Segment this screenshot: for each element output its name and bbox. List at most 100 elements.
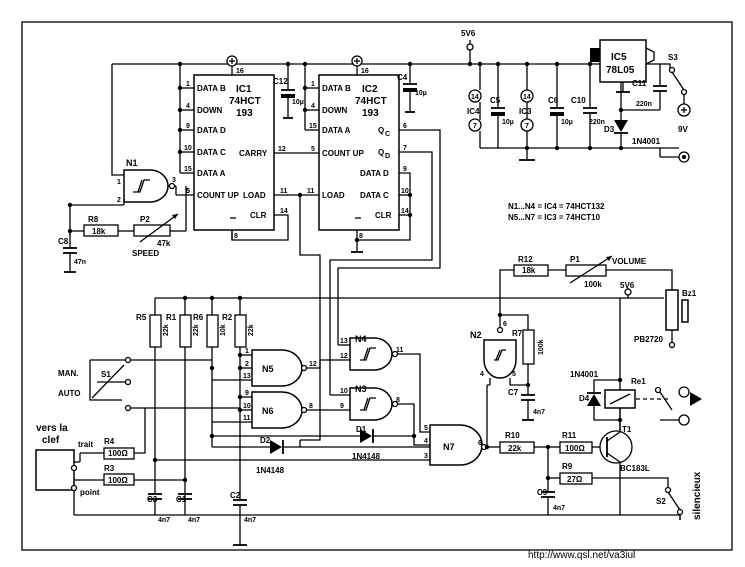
gate_pins-n7-c-label: 3 [424,453,428,460]
ic2-labels-qd_sub-label: D [385,153,390,160]
ic2-labels-clr-label: CLR [375,211,392,220]
gate-n5 [251,349,303,387]
key-connector [35,449,75,491]
components-r7-label: R7 [512,329,523,338]
gate_pins-n6-b-label: 10 [243,403,251,410]
ic2-labels-qc_sub-label: C [385,131,390,138]
gate_pins-n4-o-label: 11 [396,347,404,354]
components-point-label: point [80,488,100,497]
gates-n6-label: N6 [262,406,274,416]
components-c11v-label: 220n [636,101,652,108]
components-r10v-label: 22k [508,444,522,453]
components-c8v-label: 47n [74,259,86,266]
components-c10-label: C10 [571,96,586,105]
ic2-pins-p8-label: 8 [359,233,363,240]
ic2-pins-p4-label: 4 [311,103,315,110]
ic2-labels-qc-label: Q [378,126,384,135]
footer-url: http://www.qsl.net/va3iul [528,550,635,561]
gate_pins-n6-c-label: 11 [243,415,251,422]
components-r9-label: R9 [562,462,573,471]
ic2-type: 74HCT [355,96,387,107]
components-c6-label: C6 [548,96,559,105]
ic1-pins-p8-label: 8 [234,233,238,240]
ic2-labels-data_d-label: DATA D [360,169,389,178]
supply-v_label2-label: 5V6 [620,281,635,290]
gate-n7 [429,424,483,466]
components-c6v-label: 10µ [561,119,573,126]
gate_pins-n7-a-label: 5 [424,425,428,432]
components-s1-label: S1 [101,370,111,379]
ic1-pins-p12-label: 12 [278,146,286,153]
ic1-labels-data_c-label: DATA C [197,148,226,157]
ic2-labels-data_b-label: DATA B [322,84,351,93]
components-r2v-label: 22k [248,324,255,336]
components-c9-label: C9 [537,488,548,497]
gates-n1-label: N1 [126,158,138,168]
components-r2-label: R2 [222,313,233,322]
ic1-labels-data_a-label: DATA A [197,169,226,178]
gate-n6 [251,391,303,429]
ic1-pins-p9-label: 9 [186,123,190,130]
components-r4v-label: 100Ω [108,449,128,458]
components-c9v-label: 4n7 [553,505,565,512]
ic1-labels-count_up-label: COUNT UP [197,191,239,200]
components-r6v-label: 10k [220,324,227,336]
ic1-labels-clr-label: CLR [250,211,267,220]
gate_pins-n5-c-label: 13 [243,373,251,380]
gate_pins-n1-a-label: 1 [117,179,121,186]
ic1-labels-carry-label: CARRY [239,149,268,158]
supply-ic4_pin7-label: 7 [473,123,477,130]
ic1-pins-p1-label: 1 [186,81,190,88]
gate_pins-n6-a-label: 9 [245,390,249,397]
gates-n3-label: N3 [355,384,367,394]
components-man-label: MAN. [58,369,78,378]
ic1-num: 193 [236,108,253,119]
ic1-labels-down-label: DOWN [197,106,223,115]
gate_pins-n4-b-label: 12 [340,353,348,360]
components-d4-label: D4 [579,394,590,403]
gate_pins-n7-o-label: 6 [478,440,482,447]
components-d3-label: D3 [604,125,615,134]
gate_pins-n2-b-label: 4 [480,371,484,378]
ic5-type: 78L05 [606,65,635,76]
components-c4v-label: 10µ [415,90,427,97]
components-r4-label: R4 [104,437,115,446]
ic1-pins-p5-label: 5 [186,188,190,195]
components-d3v-label: 1N4001 [632,137,661,146]
supply-ic4-label: IC4 [467,107,480,116]
ic2-pins-p10-label: 10 [401,188,409,195]
components-d2v-label: 1N4148 [256,466,285,475]
gate_pins-n1-o-label: 3 [172,177,176,184]
ic1-labels-data_b-label: DATA B [197,84,226,93]
components-r6-label: R6 [193,313,204,322]
components-volume-label: VOLUME [612,257,647,266]
components-c3v-label: 4n7 [158,517,170,524]
components-r7v-label: 100k [538,339,545,355]
ic2-pins-p1-label: 1 [311,81,315,88]
ic2-pins-p7-label: 7 [403,145,407,152]
components-s3-label: S3 [668,53,678,62]
ic1-pins-p11-label: 11 [280,188,288,195]
components-r12v-label: 18k [522,266,536,275]
ic2-name: IC2 [362,84,378,95]
components-c11-label: C11 [632,79,647,88]
components-silencieux-label: silencieux [692,471,703,520]
ic1-labels-data_d-label: DATA D [197,126,226,135]
note-line1: N1...N4 = IC4 = 74HCT132 [508,202,605,211]
components-p1-label: P1 [570,255,580,264]
components-bz1v-label: PB2720 [634,335,663,344]
components-r8-label: R8 [88,215,99,224]
components-t1v-label: BC183L [620,464,650,473]
components-c4-label: C4 [397,73,408,82]
components-vers-label: vers la [36,423,68,434]
components-d2-label: D2 [260,436,271,445]
gates-n2-label: N2 [470,330,482,340]
components-c2v-label: 4n7 [244,517,256,524]
components-c7v-label: 4n7 [533,409,545,416]
gate_pins-n2-a-label: 6 [503,321,507,328]
gate-n1 [123,169,169,203]
ic2-box [318,74,400,231]
components-r11-label: R11 [562,431,577,440]
